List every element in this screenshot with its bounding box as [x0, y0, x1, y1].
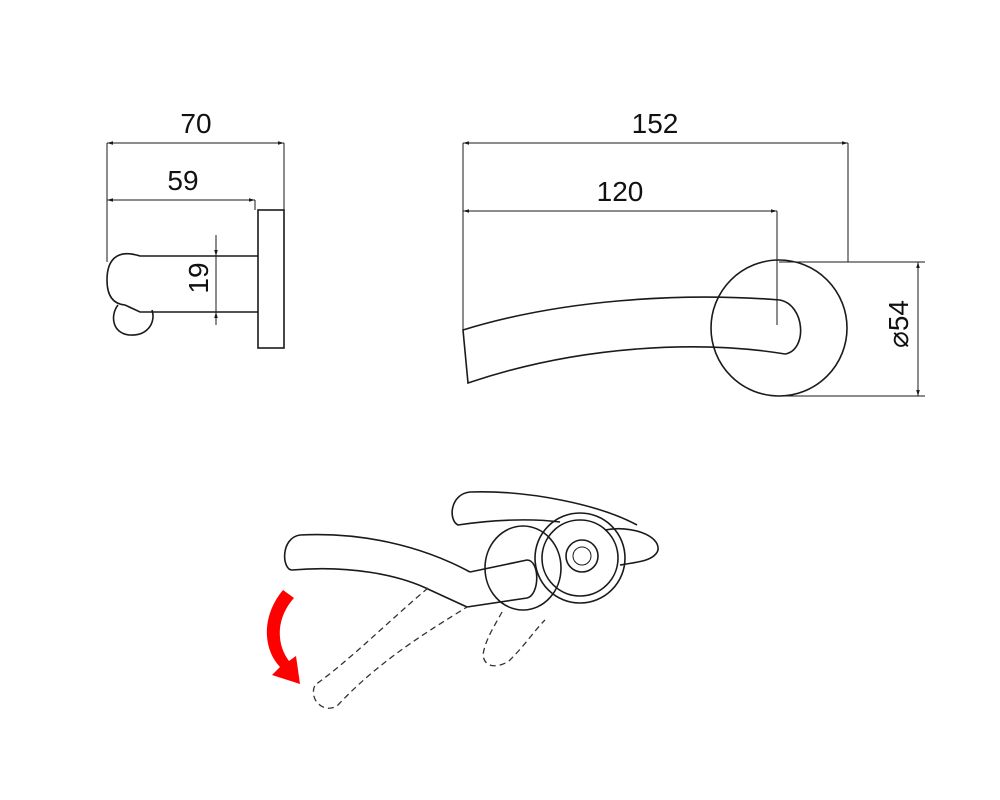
dim-19: 19 — [183, 262, 214, 293]
front-view: 152 120 ⌀54 — [462, 108, 925, 397]
dim-59: 59 — [167, 165, 198, 196]
front-rose — [484, 525, 562, 611]
rotation-arrow-icon — [266, 590, 300, 684]
perspective-view — [266, 491, 659, 709]
handle-rod — [106, 253, 258, 313]
dim-120: 120 — [597, 176, 644, 207]
dim-152: 152 — [632, 108, 679, 139]
rose — [710, 259, 848, 397]
lever-handle — [283, 533, 471, 608]
lock-cylinder — [565, 539, 599, 573]
handle-lever-end — [112, 304, 154, 336]
rose-plate — [257, 209, 285, 349]
dim-70: 70 — [180, 108, 211, 139]
side-view: 70 59 19 — [106, 108, 285, 349]
lever — [462, 296, 802, 385]
dim-54: ⌀54 — [883, 300, 914, 348]
